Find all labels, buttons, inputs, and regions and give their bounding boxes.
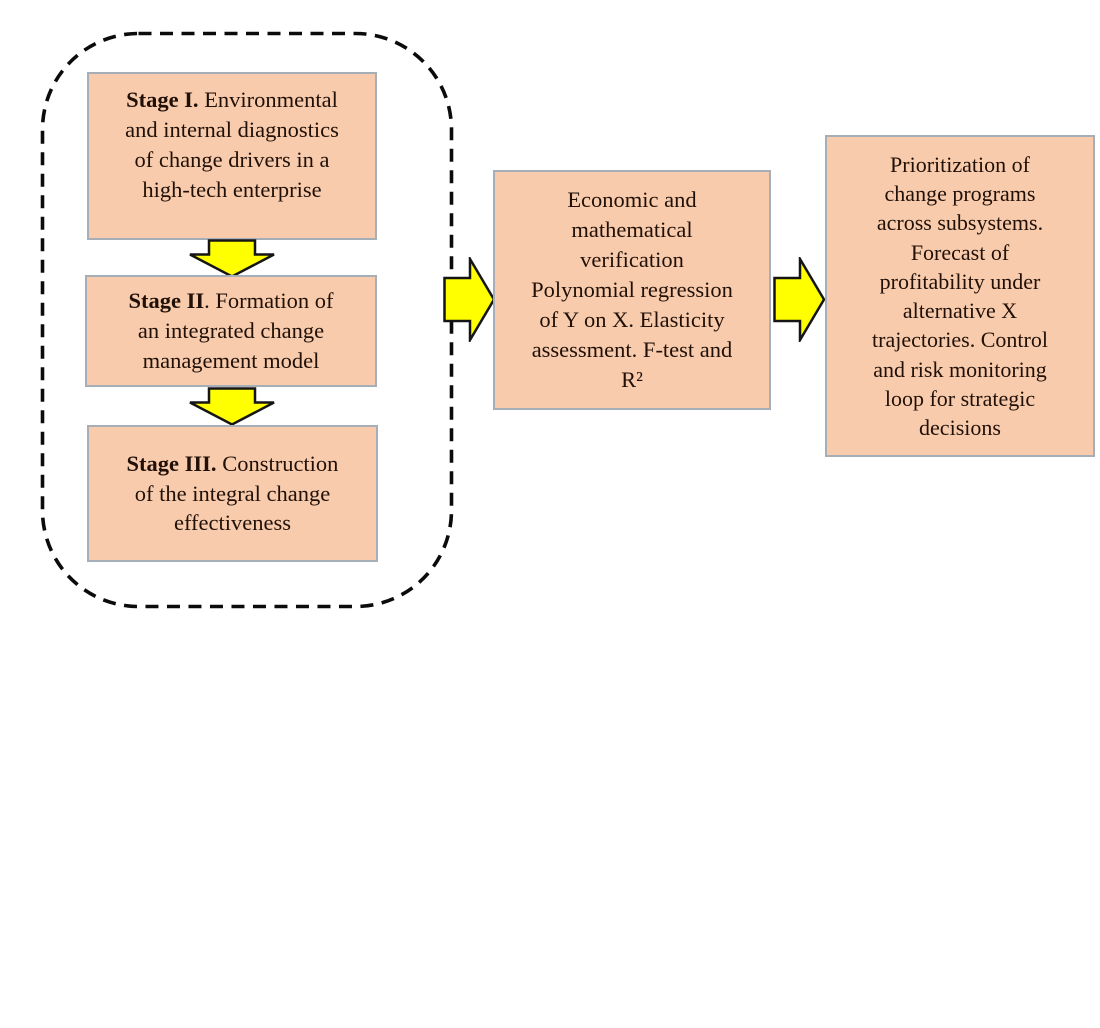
down-arrow-icon — [189, 387, 275, 426]
verification-text: Economic and mathematical verification P… — [531, 187, 733, 392]
stage-1-box: Stage I. Environmental and internal diag… — [87, 72, 377, 240]
stage-3-text: Stage III. Construction of the integral … — [127, 449, 339, 539]
right-arrow-icon — [773, 257, 826, 342]
stage-2-text: Stage II. Formation of an integrated cha… — [128, 286, 333, 376]
output-text: Prioritization of change programs across… — [872, 151, 1048, 440]
stage-1-text: Stage I. Environmental and internal diag… — [125, 85, 339, 205]
stage-2-box: Stage II. Formation of an integrated cha… — [85, 275, 377, 387]
right-arrow-icon — [443, 257, 496, 342]
stage-1-title: Stage I. — [126, 87, 199, 112]
stage-2-title: Stage II — [128, 288, 205, 314]
verification-box: Economic and mathematical verification P… — [493, 170, 771, 410]
stage-2-description: . Formation of an integrated change mana… — [137, 288, 334, 373]
stage-group-dashed-border — [40, 31, 454, 609]
stage-3-description: Construction of the integral change effe… — [134, 450, 339, 536]
stage-1-description: Environmental and internal diagnostics o… — [125, 87, 339, 202]
stage-3-title: Stage III. — [126, 450, 217, 476]
stage-3-box: Stage III. Construction of the integral … — [87, 425, 378, 562]
output-box: Prioritization of change programs across… — [825, 135, 1095, 457]
down-arrow-icon — [189, 239, 275, 278]
